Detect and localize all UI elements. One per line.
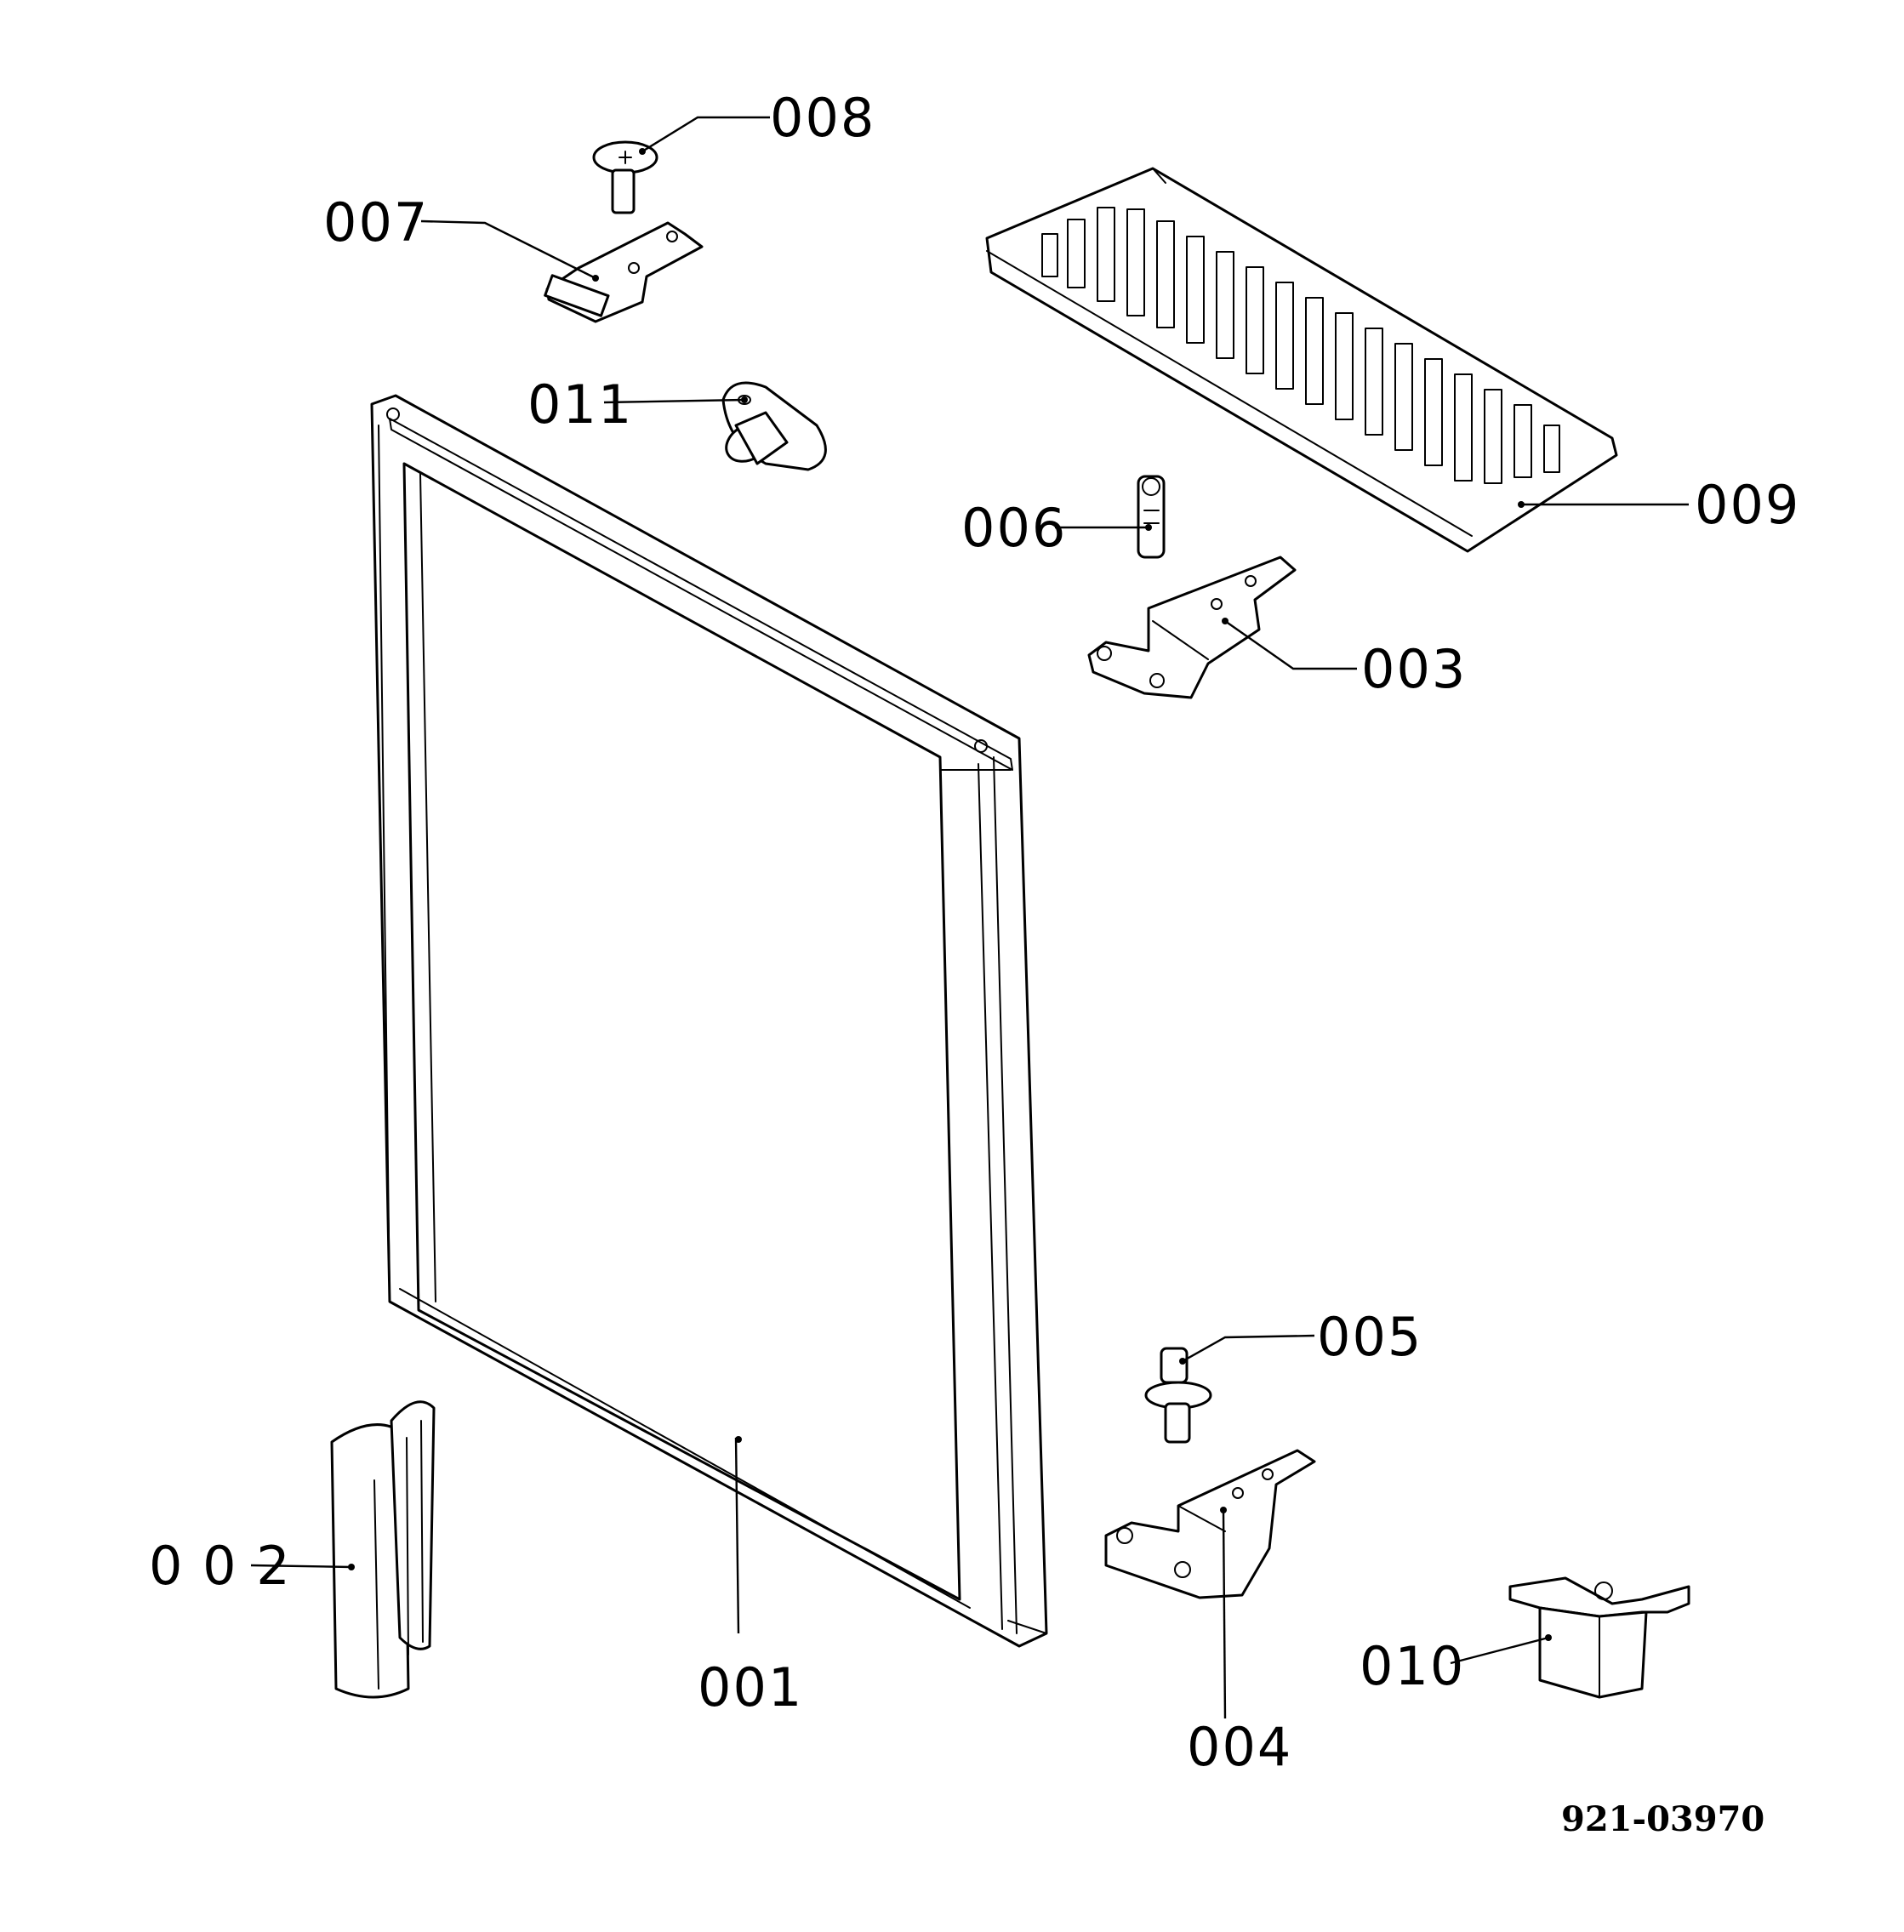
callout-005: 005 bbox=[1317, 1306, 1422, 1368]
callout-003: 003 bbox=[1361, 638, 1467, 700]
leader-007 bbox=[420, 219, 596, 280]
leader-004 bbox=[1222, 1509, 1227, 1719]
callout-010: 010 bbox=[1360, 1635, 1465, 1697]
callout-001: 001 bbox=[698, 1656, 803, 1718]
leader-008 bbox=[641, 116, 770, 153]
part-009-vent-grille bbox=[985, 167, 1618, 553]
callout-002: 0 0 2 bbox=[149, 1535, 292, 1597]
part-008-screw bbox=[592, 140, 658, 214]
part-010-catch bbox=[1508, 1576, 1690, 1699]
leader-011 bbox=[603, 398, 745, 404]
part-004-lower-hinge bbox=[1104, 1449, 1316, 1599]
document-number: 921-03970 bbox=[1561, 1799, 1764, 1839]
part-002-hinge-cover bbox=[330, 1400, 436, 1699]
leader-003 bbox=[1224, 620, 1357, 670]
callout-006: 006 bbox=[961, 497, 1067, 559]
vent-slots bbox=[1041, 207, 1560, 484]
leader-002 bbox=[250, 1564, 352, 1569]
callout-009: 009 bbox=[1695, 474, 1800, 536]
part-005-hinge-pin bbox=[1144, 1347, 1212, 1444]
part-006-screw-pin bbox=[1137, 475, 1166, 559]
part-011-bushing bbox=[721, 381, 827, 471]
leader-010 bbox=[1450, 1636, 1549, 1665]
part-003-upper-hinge bbox=[1087, 556, 1297, 699]
part-001-door-panel bbox=[370, 394, 1048, 1648]
leader-001 bbox=[734, 1437, 740, 1634]
callout-011: 011 bbox=[527, 373, 633, 436]
callout-004: 004 bbox=[1187, 1716, 1292, 1778]
callout-008: 008 bbox=[770, 87, 875, 149]
callout-labels: 001 0 0 2 003 004 005 006 007 008 009 01… bbox=[149, 87, 1800, 1778]
part-007-latch-bracket bbox=[544, 221, 704, 323]
callout-007: 007 bbox=[323, 191, 429, 254]
leader-lines bbox=[250, 116, 1689, 1719]
leader-005 bbox=[1182, 1334, 1315, 1363]
